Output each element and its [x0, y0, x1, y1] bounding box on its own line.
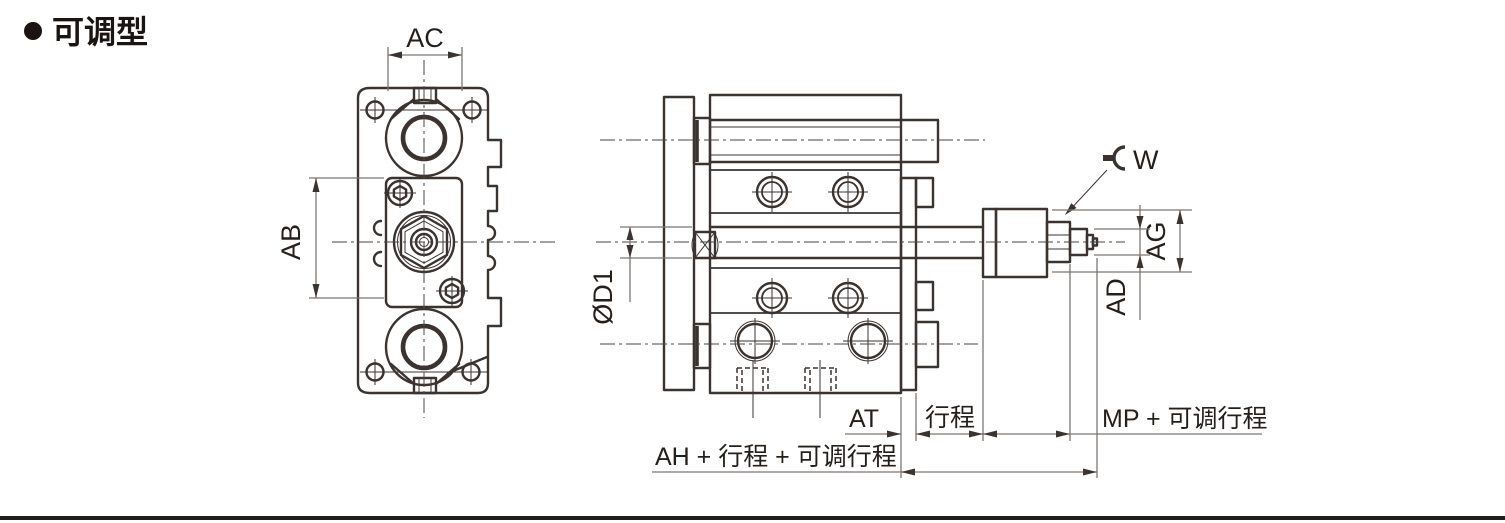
- corner-screws: [360, 97, 487, 385]
- dim-MP-label: MP + 可调行程: [1102, 405, 1268, 433]
- front-view: AC AB: [276, 23, 558, 418]
- piston-rod: [708, 225, 985, 260]
- dim-stroke: 行程: [916, 404, 983, 438]
- top-guide-rod: [708, 118, 940, 164]
- dim-W-label: W: [1133, 145, 1159, 175]
- dim-AD: AD: [1094, 205, 1150, 320]
- dim-D1-label: ØD1: [588, 269, 618, 325]
- dim-AH-total: AH + 行程 + 可调行程: [652, 443, 1097, 476]
- wrench-icon: [1103, 145, 1126, 171]
- callout-W: W: [1065, 145, 1159, 215]
- section-title: 可调型: [24, 14, 148, 50]
- stopper-block-bottom: [914, 280, 935, 312]
- hidden-slots: [736, 360, 837, 418]
- dim-AC: AC: [387, 23, 463, 91]
- dim-AT-label: AT: [849, 405, 879, 433]
- top-notch: [412, 86, 438, 105]
- hex-socket-screws: [384, 178, 468, 306]
- front-plate: [662, 95, 696, 392]
- dim-stroke-label: 行程: [925, 404, 975, 432]
- dim-AH-label: AH + 行程 + 可调行程: [655, 443, 897, 471]
- dim-AB: AB: [276, 177, 384, 299]
- dim-AD-label: AD: [1101, 278, 1131, 316]
- dim-MP-adjustable: MP + 可调行程: [983, 405, 1268, 438]
- left-bump: [372, 250, 383, 268]
- dim-AT: AT: [845, 405, 901, 438]
- bullet-icon: [24, 22, 42, 40]
- section-title-text: 可调型: [52, 14, 148, 50]
- dim-D1: ØD1: [588, 226, 692, 325]
- dim-AC-label: AC: [406, 23, 444, 53]
- front-outline: [356, 86, 503, 395]
- dim-AB-label: AB: [276, 224, 306, 260]
- extension-lines: [900, 258, 1098, 478]
- port-holes-top: [752, 172, 868, 212]
- dim-AG-label: AG: [1141, 221, 1171, 260]
- bottom-notch: [412, 376, 438, 395]
- rod-cross-symbol: [691, 230, 719, 260]
- left-bump: [372, 219, 383, 237]
- mounting-holes: [730, 318, 893, 364]
- side-view: ØD1 W AG AD: [588, 93, 1268, 478]
- page-divider: [0, 516, 1505, 520]
- dim-AG: AG: [1052, 209, 1192, 273]
- stroke-adjuster: [981, 207, 1099, 279]
- rear-plate: [899, 176, 918, 392]
- stopper-block-top: [914, 176, 935, 209]
- port-holes-bottom: [752, 278, 868, 318]
